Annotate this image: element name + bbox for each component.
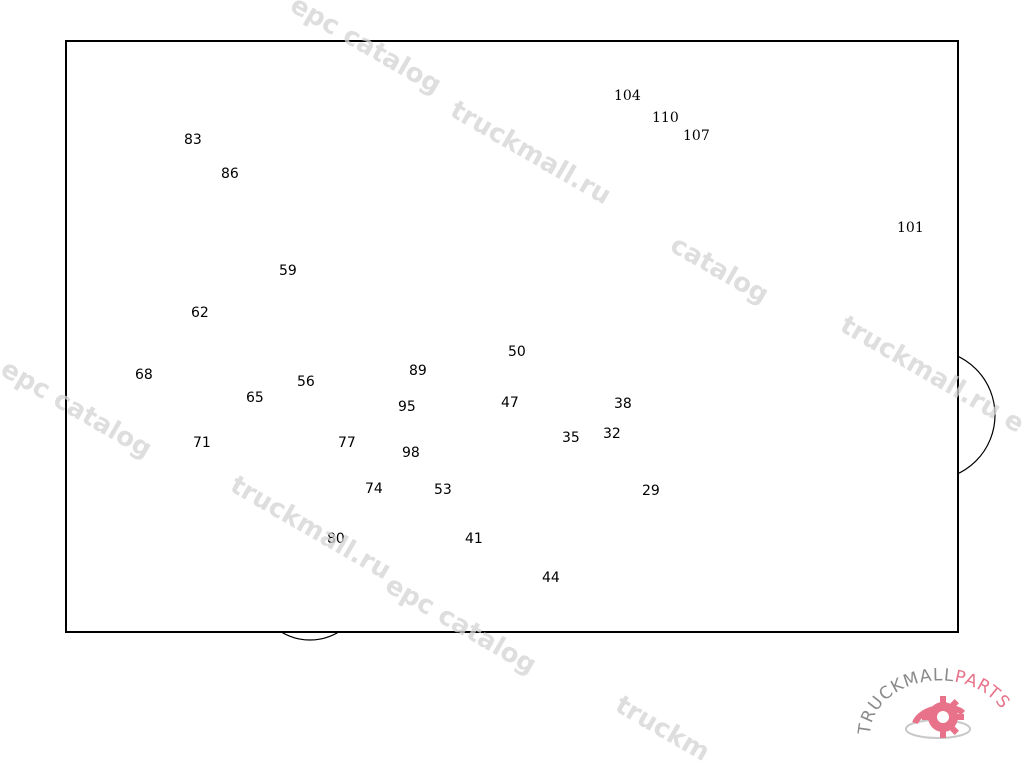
part-label-50[interactable]: 50: [508, 344, 526, 360]
part-label-53[interactable]: 53: [434, 482, 452, 498]
part-label-32[interactable]: 32: [603, 426, 621, 442]
part-label-98[interactable]: 98: [402, 445, 420, 461]
truckmallparts-logo[interactable]: TRUCKMALLPARTS: [855, 655, 1020, 750]
part-label-107[interactable]: 107: [683, 128, 710, 144]
part-label-38[interactable]: 38: [614, 396, 632, 412]
part-label-83[interactable]: 83: [184, 132, 202, 148]
part-label-74[interactable]: 74: [365, 481, 383, 497]
part-label-71[interactable]: 71: [193, 435, 211, 451]
part-label-29[interactable]: 29: [642, 483, 660, 499]
part-label-77[interactable]: 77: [338, 435, 356, 451]
part-label-86[interactable]: 86: [221, 166, 239, 182]
part-label-104[interactable]: 104: [614, 88, 641, 104]
part-label-59[interactable]: 59: [279, 263, 297, 279]
gear-icon: [905, 696, 971, 739]
part-label-68[interactable]: 68: [135, 367, 153, 383]
part-label-41[interactable]: 41: [465, 531, 483, 547]
part-label-62[interactable]: 62: [191, 305, 209, 321]
part-label-89[interactable]: 89: [409, 363, 427, 379]
part-label-80[interactable]: 80: [327, 531, 345, 547]
part-label-47[interactable]: 47: [501, 395, 519, 411]
part-label-44[interactable]: 44: [542, 570, 560, 586]
diagram-frame: [65, 40, 959, 633]
part-label-110[interactable]: 110: [652, 110, 679, 126]
part-label-65[interactable]: 65: [246, 390, 264, 406]
part-label-35[interactable]: 35: [562, 430, 580, 446]
logo-text-accent: PARTS: [953, 667, 1014, 713]
part-label-101[interactable]: 101: [897, 220, 924, 236]
part-label-95[interactable]: 95: [398, 399, 416, 415]
part-label-56[interactable]: 56: [297, 374, 315, 390]
